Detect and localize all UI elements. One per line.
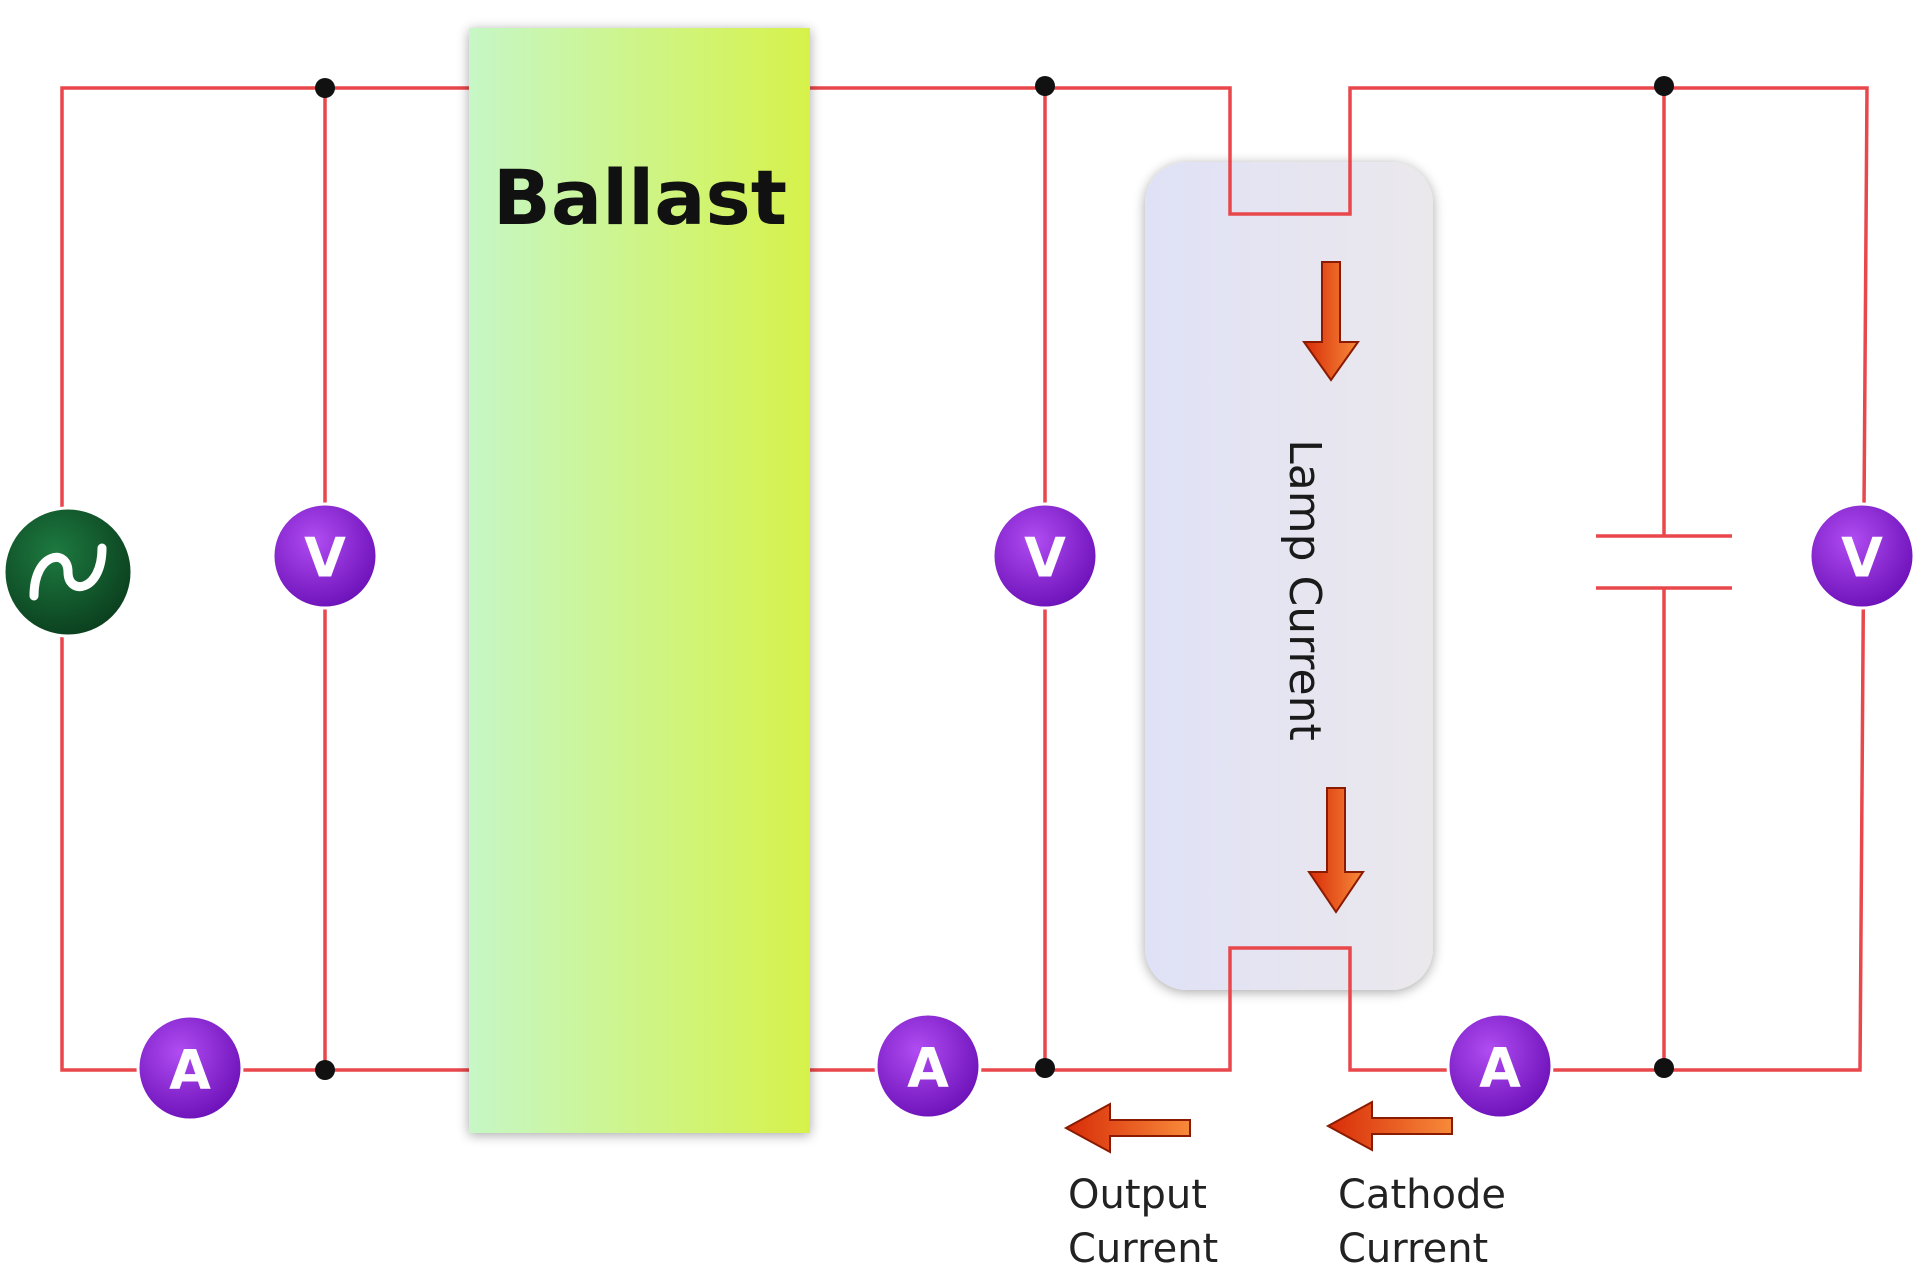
output-current-caption-line2: Current bbox=[1068, 1226, 1218, 1272]
junction-dots bbox=[315, 76, 1674, 1080]
cathode-current-caption-line1: Cathode bbox=[1338, 1172, 1506, 1218]
lamp-arrow-top-icon bbox=[1302, 261, 1360, 382]
lamp-tube bbox=[1145, 162, 1433, 990]
lamp-arrow-bottom-icon bbox=[1307, 787, 1365, 914]
voltmeter-output-label: V bbox=[1024, 527, 1066, 590]
sine-wave-icon bbox=[29, 543, 107, 601]
cathode-current-arrow-icon bbox=[1325, 1100, 1453, 1152]
ammeter-output: A bbox=[874, 1012, 982, 1120]
voltmeter-output: V bbox=[991, 502, 1099, 610]
junction-dot bbox=[315, 78, 335, 98]
ammeter-input-label: A bbox=[169, 1039, 211, 1102]
voltmeter-cathode-label: V bbox=[1841, 527, 1883, 590]
ammeter-output-label: A bbox=[907, 1037, 949, 1100]
lamp-current-label: Lamp Current bbox=[1279, 439, 1330, 741]
junction-dot bbox=[315, 1060, 335, 1080]
ac-source bbox=[2, 506, 134, 638]
ballast-block bbox=[469, 28, 810, 1133]
voltmeter-input: V bbox=[271, 502, 379, 610]
voltmeter-input-label: V bbox=[304, 527, 346, 590]
ammeter-cathode-label: A bbox=[1479, 1037, 1521, 1100]
voltmeter-cathode: V bbox=[1808, 502, 1916, 610]
junction-dot bbox=[1035, 76, 1055, 96]
cathode-current-caption-line2: Current bbox=[1338, 1226, 1488, 1272]
junction-dot bbox=[1035, 1058, 1055, 1078]
output-current-caption-line1: Output bbox=[1068, 1172, 1207, 1218]
ammeter-input: A bbox=[136, 1014, 244, 1122]
junction-dot bbox=[1654, 1058, 1674, 1078]
output-current-arrow-icon bbox=[1063, 1102, 1191, 1154]
junction-dot bbox=[1654, 76, 1674, 96]
ballast-label: Ballast bbox=[493, 153, 787, 242]
ammeter-cathode: A bbox=[1446, 1012, 1554, 1120]
